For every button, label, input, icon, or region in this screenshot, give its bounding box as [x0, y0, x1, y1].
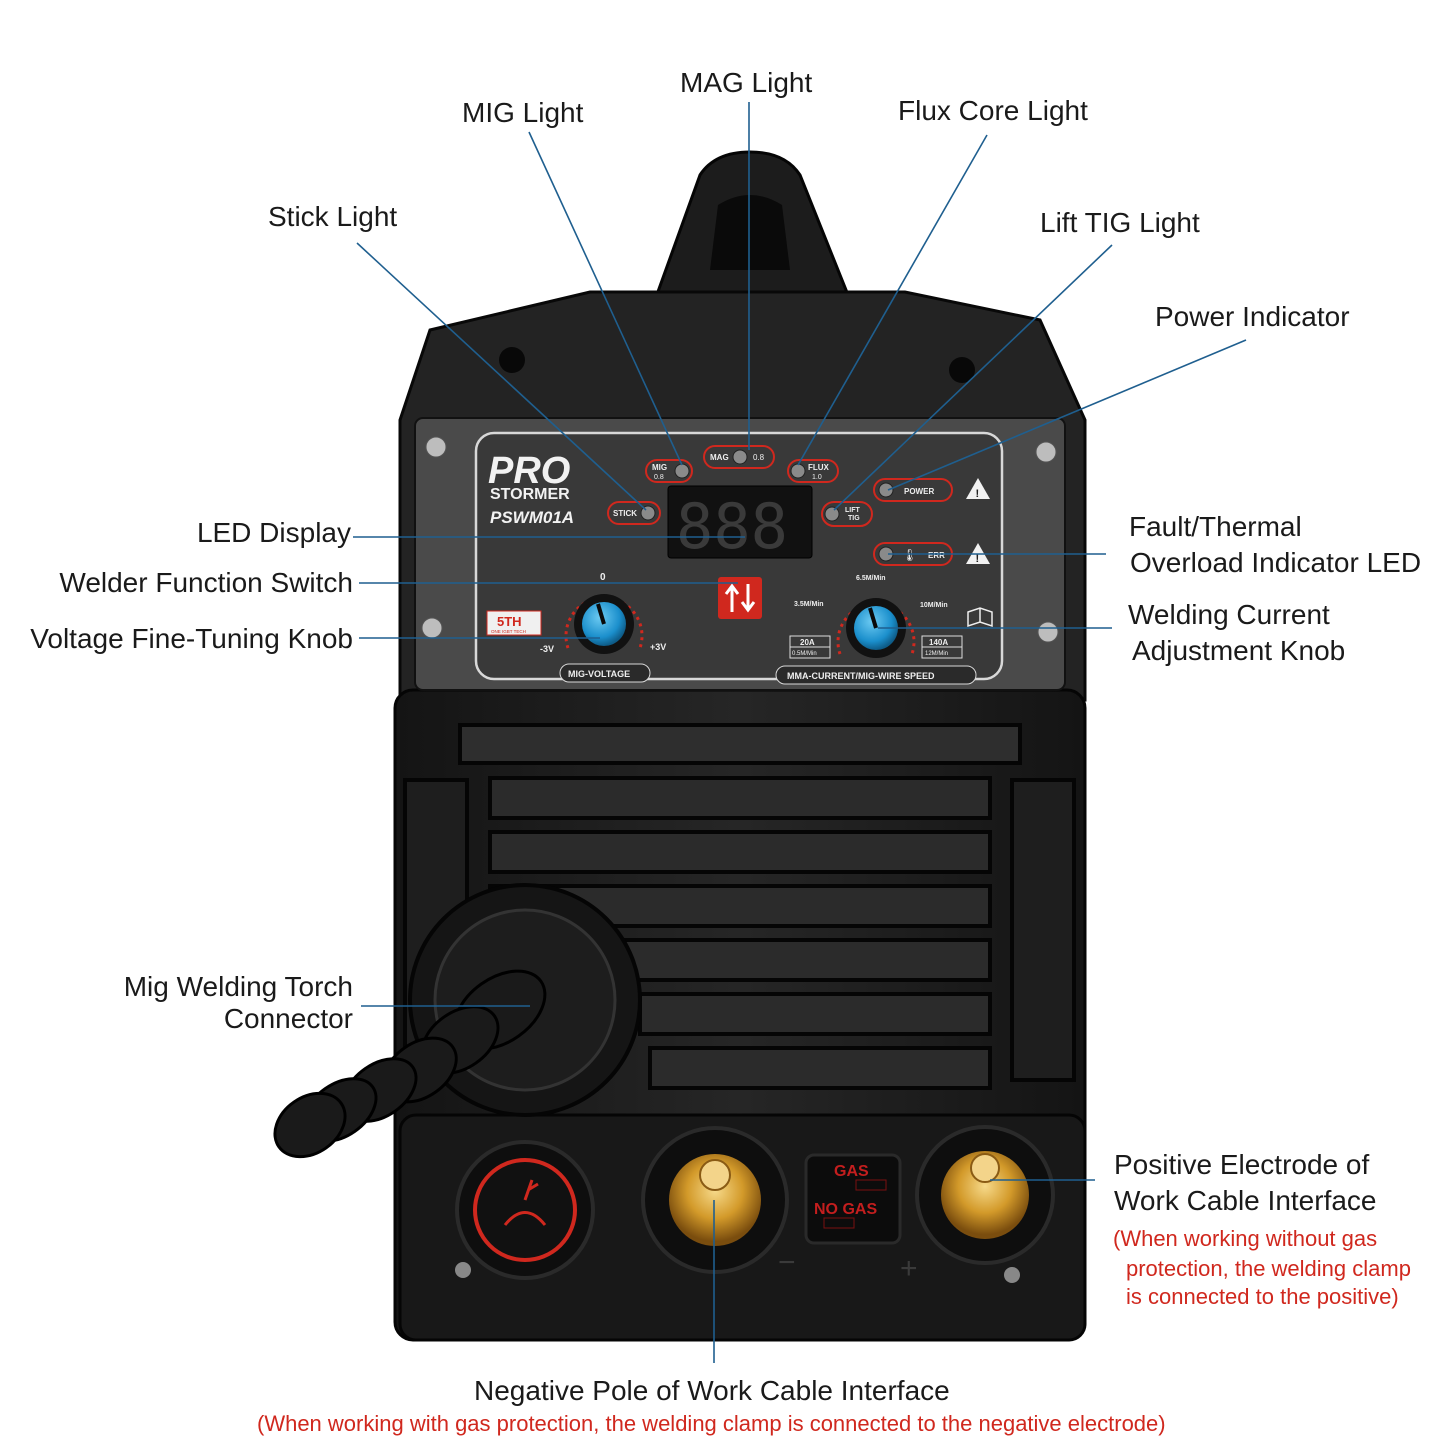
mig-light-label: MIG Light [462, 97, 584, 128]
positive-note-line2: protection, the welding clamp [1126, 1256, 1411, 1281]
positive-socket: + [900, 1125, 1055, 1285]
negative-pole-note: (When working with gas protection, the w… [257, 1411, 1166, 1436]
voltage-plus-label: +3V [650, 642, 666, 652]
fault-label-line1: Fault/Thermal [1129, 511, 1302, 542]
svg-text:MIG: MIG [652, 463, 667, 472]
thermometer-icon: 🌡 [902, 548, 917, 562]
svg-text:MAG: MAG [710, 453, 729, 462]
svg-text:1.0: 1.0 [812, 474, 822, 481]
voltage-knob[interactable] [564, 594, 644, 654]
led-display-label: LED Display [196, 517, 351, 548]
lift-tig-indicator: LIFT TIG [821, 501, 873, 527]
svg-text:!: ! [976, 488, 980, 500]
svg-text:NO GAS: NO GAS [814, 1201, 877, 1218]
svg-text:STICK: STICK [613, 509, 637, 518]
svg-text:!: ! [976, 553, 980, 565]
svg-text:0.8: 0.8 [753, 453, 765, 462]
control-panel: PRO STORMER PSWM01A MIG 0.8 MAG 0.8 FLUX… [414, 417, 1066, 691]
power-indicator-label: Power Indicator [1155, 301, 1350, 332]
screw-icon [1035, 441, 1057, 463]
power-indicator: POWER ! [873, 478, 990, 502]
warning-icon [966, 478, 990, 499]
svg-text:ONE IGBT TECH: ONE IGBT TECH [491, 629, 526, 634]
brand-logo-bottom: STORMER [490, 486, 570, 503]
vent-grille [403, 723, 1076, 1090]
svg-text:12M/Min: 12M/Min [925, 651, 948, 657]
brand-logo-top: PRO [488, 450, 570, 492]
function-switch-button[interactable] [718, 577, 762, 619]
lift-tig-light-label: Lift TIG Light [1040, 207, 1200, 238]
speed-right-label: 10M/Min [920, 602, 948, 609]
svg-text:0.8: 0.8 [654, 474, 664, 481]
speed-top-label: 6.5M/Min [856, 575, 886, 582]
screw-icon [455, 1262, 471, 1278]
speed-left-label: 3.5M/Min [794, 601, 824, 608]
svg-text:LIFT: LIFT [845, 507, 860, 514]
flux-core-light-label: Flux Core Light [898, 95, 1088, 126]
svg-text:0.5M/Min: 0.5M/Min [792, 651, 817, 657]
voltage-minus-label: -3V [540, 644, 554, 654]
svg-text:FLUX: FLUX [808, 463, 830, 472]
mig-voltage-label: MIG-VOLTAGE [568, 669, 630, 679]
stick-light-label: Stick Light [268, 201, 398, 232]
plus-symbol: + [900, 1252, 918, 1285]
svg-text:POWER: POWER [904, 487, 934, 496]
manual-book-icon [967, 607, 993, 628]
fault-label-line2: Overload Indicator LED [1130, 547, 1422, 578]
svg-text:GAS: GAS [834, 1163, 869, 1180]
voltage-zero-label: 0 [600, 572, 606, 583]
svg-text:ERR: ERR [928, 551, 945, 560]
screw-icon [1004, 1267, 1020, 1283]
voltage-knob-label: Voltage Fine-Tuning Knob [30, 623, 353, 654]
negative-pole-label: Negative Pole of Work Cable Interface [474, 1375, 950, 1406]
function-switch-label: Welder Function Switch [59, 567, 353, 598]
screw-icon [425, 436, 447, 458]
mag-indicator: MAG 0.8 [703, 445, 775, 469]
negative-socket: − [641, 1126, 796, 1279]
positive-label-line2: Work Cable Interface [1114, 1185, 1377, 1216]
current-knob-label-line1: Welding Current [1128, 599, 1330, 630]
svg-text:888: 888 [676, 490, 788, 563]
current-speed-label: MMA-CURRENT/MIG-WIRE SPEED [787, 671, 935, 681]
torch-socket [455, 1140, 595, 1280]
torch-connector [273, 883, 642, 1159]
svg-text:5TH: 5TH [497, 614, 522, 629]
current-knob[interactable] [836, 598, 916, 658]
leader-lines [353, 102, 1247, 1363]
screw-icon [421, 617, 443, 639]
gas-selector: GAS NO GAS [804, 1153, 902, 1245]
led-display: 888 [667, 485, 813, 563]
torch-label-line2: Connector [223, 1003, 353, 1034]
welding-torch-icon [503, 1179, 547, 1226]
minus-symbol: − [778, 1246, 796, 1279]
model-name: PSWM01A [490, 508, 574, 527]
mag-light-label: MAG Light [680, 67, 813, 98]
svg-text:TIG: TIG [848, 515, 860, 522]
swap-arrows-icon [724, 583, 756, 613]
min-setting-box: 20A 0.5M/Min [789, 635, 831, 659]
tech-badge: 5TH ONE IGBT TECH [486, 610, 542, 636]
torch-label-line1: Mig Welding Torch [123, 971, 353, 1002]
positive-label-line1: Positive Electrode of [1114, 1149, 1370, 1180]
max-setting-box: 140A 12M/Min [921, 635, 963, 659]
screw-icon [1037, 621, 1059, 643]
positive-note-line1: (When working without gas [1113, 1226, 1378, 1251]
svg-text:20A: 20A [800, 638, 815, 647]
positive-note-line3: is connected to the positive) [1126, 1284, 1399, 1309]
current-knob-label-line2: Adjustment Knob [1132, 635, 1346, 666]
svg-text:140A: 140A [929, 638, 948, 647]
